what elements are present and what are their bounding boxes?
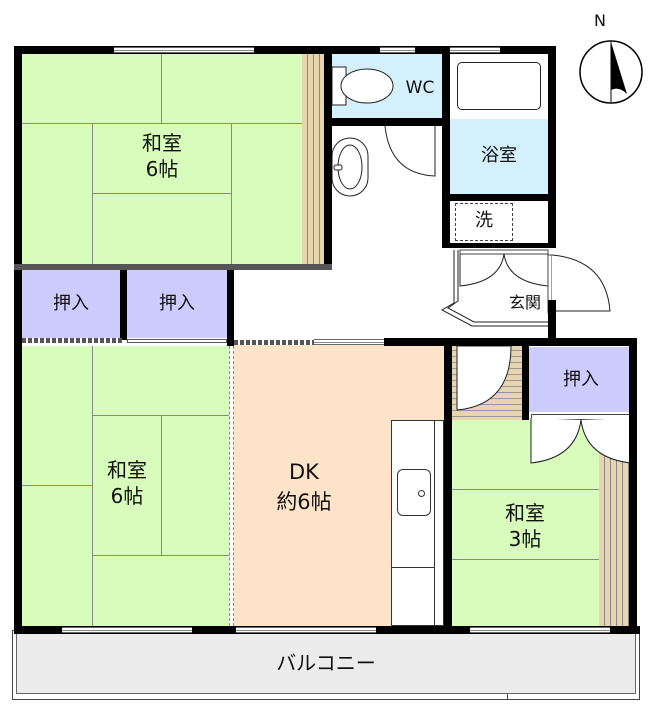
bath-label: 浴室 xyxy=(481,145,517,166)
wall xyxy=(442,46,450,246)
wall xyxy=(629,338,637,632)
wall xyxy=(324,118,450,126)
closet-3-label: 押入 xyxy=(563,369,599,390)
laundry-space xyxy=(450,201,548,243)
wc-label: WC xyxy=(405,78,435,98)
closet-door-icon xyxy=(530,418,632,464)
wall xyxy=(442,194,556,201)
window xyxy=(314,339,384,345)
washitsu-right-label: 和室 3帖 xyxy=(490,500,560,552)
washitsu-left xyxy=(22,346,229,626)
washitsu-right xyxy=(452,420,599,626)
sliding-door[interactable] xyxy=(234,340,314,345)
sliding-door[interactable] xyxy=(22,338,122,343)
room-size: 3帖 xyxy=(508,527,542,551)
room-name: DK xyxy=(289,460,319,484)
north-arrow-icon xyxy=(579,40,643,104)
toilet-icon xyxy=(331,66,394,106)
compass-north-label: N xyxy=(594,11,606,30)
wall xyxy=(324,46,556,54)
window xyxy=(450,47,500,53)
balcony-floor xyxy=(16,630,636,694)
bath xyxy=(450,119,548,194)
wall xyxy=(384,338,636,346)
laundry-label: 洗 xyxy=(475,210,493,231)
closet-2 xyxy=(127,270,227,338)
wall xyxy=(227,270,234,346)
wall xyxy=(442,243,556,248)
washer-icon xyxy=(455,203,513,241)
room-size: 6帖 xyxy=(110,484,144,508)
wall xyxy=(120,270,127,340)
wall xyxy=(444,338,452,632)
wall xyxy=(548,300,556,346)
entrance-icon xyxy=(440,249,550,327)
wall xyxy=(14,46,22,632)
wall xyxy=(548,46,556,246)
washitsu-top xyxy=(22,54,302,264)
window xyxy=(62,627,192,633)
balcony-label: バルコニー xyxy=(276,651,376,675)
closet-1 xyxy=(22,270,120,338)
entrance-label: 玄関 xyxy=(508,293,541,312)
washitsu-left-label: 和室 6帖 xyxy=(92,457,162,509)
window xyxy=(236,627,376,633)
window xyxy=(470,627,610,633)
wood-floor-strip xyxy=(302,54,324,264)
sliding-door[interactable] xyxy=(229,346,234,626)
window xyxy=(380,47,415,53)
hall-door-icon xyxy=(456,345,512,411)
wc-door-icon xyxy=(384,125,436,177)
washbasin-icon xyxy=(331,137,369,197)
closet-3 xyxy=(529,347,633,412)
compass: N xyxy=(576,11,646,104)
front-door-icon xyxy=(547,254,611,314)
washitsu-top-label: 和室 6帖 xyxy=(92,130,232,182)
room-size: 6帖 xyxy=(145,157,179,181)
wall xyxy=(14,264,332,270)
dk-label: DK 約6帖 xyxy=(254,457,354,517)
room-name: 和室 xyxy=(107,458,147,482)
sink-icon xyxy=(397,469,431,516)
room-size: 約6帖 xyxy=(276,490,332,514)
wall xyxy=(522,338,529,420)
window xyxy=(114,47,254,53)
closet-1-label: 押入 xyxy=(53,293,89,314)
room-name: 和室 xyxy=(142,131,182,155)
wall xyxy=(324,46,332,270)
bathtub-icon xyxy=(457,62,541,110)
closet-2-label: 押入 xyxy=(159,293,195,314)
room-name: 和室 xyxy=(505,501,545,525)
kitchen-counter xyxy=(391,420,444,626)
